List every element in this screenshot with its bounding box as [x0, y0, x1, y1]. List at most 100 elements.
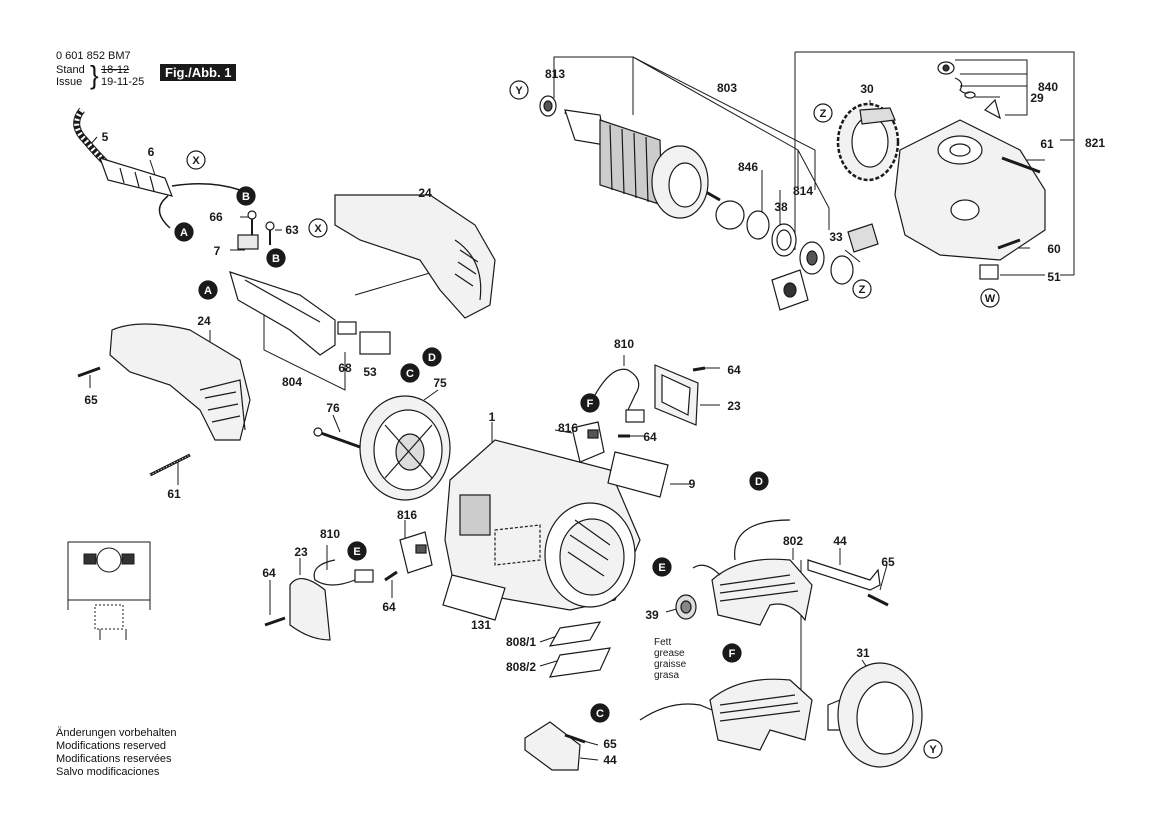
- connector-letter: D: [755, 476, 763, 488]
- part-label-p44: 44: [603, 753, 617, 767]
- connector-badge-z: Z: [813, 103, 833, 123]
- spindle-lock-parts: [937, 61, 1001, 120]
- figure-label: Fig./Abb. 1: [160, 64, 237, 81]
- part-label-p810: 810: [320, 527, 340, 541]
- part-label-p821: 821: [1085, 136, 1105, 150]
- connector-letter: C: [596, 708, 604, 720]
- note-fr: Modifications reservées: [56, 753, 172, 765]
- part-label-p64: 64: [382, 600, 396, 614]
- part-label-p816: 816: [558, 421, 578, 435]
- part-label-p24: 24: [197, 314, 211, 328]
- connector-letter: W: [985, 293, 996, 305]
- stand-value: 18-12: [101, 64, 130, 76]
- part-label-p816: 816: [397, 508, 417, 522]
- part-label-p840: 840: [1038, 80, 1058, 94]
- part-label-p65: 65: [84, 393, 98, 407]
- part-label-p60: 60: [1047, 242, 1061, 256]
- note-de: Änderungen vorbehalten: [56, 727, 177, 739]
- part-label-p24: 24: [418, 186, 432, 200]
- part-label-p63: 63: [285, 223, 299, 237]
- part-label-p5: 5: [102, 130, 109, 144]
- grease-label-line: grease: [654, 648, 685, 659]
- brush-cover-upper: [654, 364, 699, 426]
- power-cable-part: [73, 107, 108, 165]
- connector-letter: Z: [820, 108, 827, 120]
- connector-letter: D: [428, 352, 436, 364]
- connector-letter: E: [658, 562, 665, 574]
- connector-letter: B: [272, 253, 280, 265]
- grease-label-line: Fett: [654, 637, 671, 648]
- bracket-44-upper: [807, 559, 889, 607]
- part-label-p64: 64: [643, 430, 657, 444]
- label-plates: [442, 451, 669, 678]
- connector-badge-a: A: [198, 280, 218, 300]
- part-label-p802: 802: [783, 534, 803, 548]
- connector-badge-b: B: [266, 248, 286, 268]
- field-winding-part: [639, 519, 813, 751]
- connector-badge-d: D: [749, 471, 769, 491]
- connector-letter: Y: [929, 744, 937, 756]
- note-es: Salvo modificaciones: [56, 766, 160, 778]
- screw-64-c: [384, 570, 398, 582]
- connector-letter: A: [204, 285, 212, 297]
- grease-label-line: graisse: [654, 659, 687, 670]
- switch-part: [229, 271, 391, 356]
- part-label-p51: 51: [1047, 270, 1061, 284]
- connector-letter: X: [192, 155, 200, 167]
- screw-61-left: [149, 453, 191, 477]
- modification-notes: Änderungen vorbehalten Modifications res…: [56, 727, 176, 779]
- part-number: 0 601 852 BM7: [56, 50, 131, 62]
- part-label-p1: 1: [489, 410, 496, 424]
- part-label-p814: 814: [793, 184, 813, 198]
- part-label-p64: 64: [727, 363, 741, 377]
- stand-label: Stand: [56, 64, 85, 76]
- screw-65-left: [77, 366, 101, 378]
- part-label-p38: 38: [774, 200, 788, 214]
- connector-badge-f: F: [580, 393, 600, 413]
- connector-badge-b: B: [236, 186, 256, 206]
- part-label-p846: 846: [738, 160, 758, 174]
- part-label-p23: 23: [294, 545, 308, 559]
- connector-badge-x: X: [186, 150, 206, 170]
- connector-badge-y: Y: [509, 80, 529, 100]
- connector-letter: B: [242, 191, 250, 203]
- connector-letter: E: [353, 546, 360, 558]
- connector-letter: Z: [859, 284, 866, 296]
- bearing-813: [539, 95, 557, 117]
- part-label-p66: 66: [209, 210, 223, 224]
- part-label-p804: 804: [282, 375, 302, 389]
- bracket-44-lower: [524, 721, 586, 771]
- header-brace: }: [90, 60, 99, 90]
- gear-head-part: [894, 119, 1046, 280]
- part-label-p803: 803: [717, 81, 737, 95]
- part-label-p44: 44: [833, 534, 847, 548]
- part-label-p7: 7: [214, 244, 221, 258]
- connector-badge-y: Y: [923, 739, 943, 759]
- connector-letter: C: [406, 368, 414, 380]
- connector-badge-c: C: [590, 703, 610, 723]
- part-label-p64: 64: [262, 566, 276, 580]
- issue-value: 19-11-25: [101, 76, 145, 88]
- connector-badge-c: C: [400, 363, 420, 383]
- part-label-p808_1: 808/1: [506, 635, 536, 649]
- motor-housing-part: [444, 439, 641, 611]
- part-label-p31: 31: [856, 646, 870, 660]
- connector-letter: Y: [515, 85, 523, 97]
- part-label-p808_2: 808/2: [506, 660, 536, 674]
- brush-wire-upper: [594, 368, 640, 411]
- connector-letter: F: [729, 648, 736, 660]
- part-label-p39: 39: [645, 608, 659, 622]
- cable-sleeve-part: [99, 157, 241, 229]
- connector-badge-e: E: [652, 557, 672, 577]
- part-label-p810: 810: [614, 337, 634, 351]
- part-label-p75: 75: [433, 376, 447, 390]
- cable-clamp-part: [237, 210, 275, 250]
- part-label-p61: 61: [167, 487, 181, 501]
- part-label-p65: 65: [603, 737, 617, 751]
- note-en: Modifications reserved: [56, 740, 167, 752]
- bearing-stack: [715, 200, 879, 311]
- bevel-gear-part: [836, 102, 900, 182]
